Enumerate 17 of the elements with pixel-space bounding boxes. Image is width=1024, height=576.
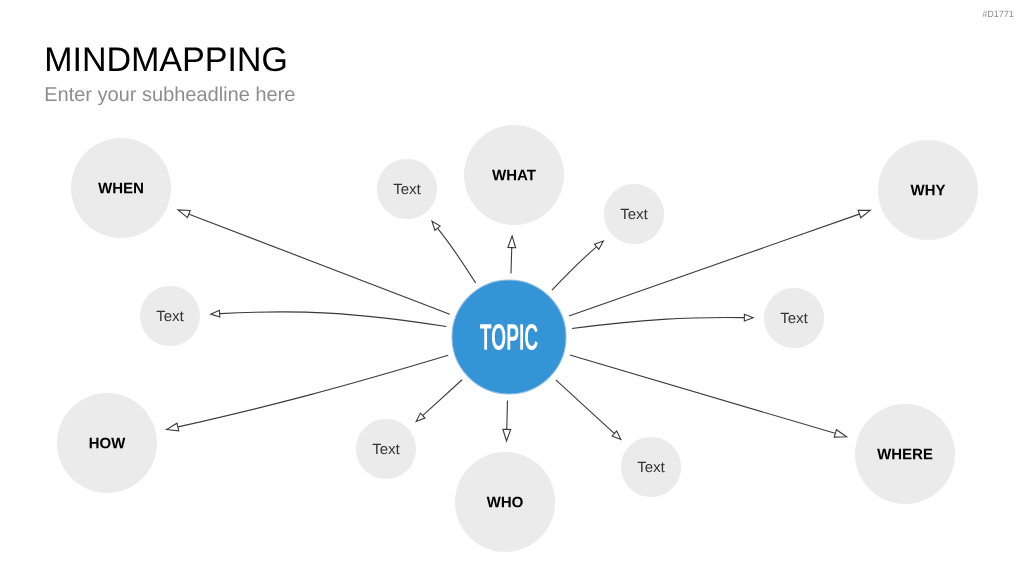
circle-node: Text bbox=[621, 437, 681, 497]
circle-node: WHO bbox=[455, 452, 555, 552]
arrow bbox=[431, 220, 477, 284]
subtitle: Enter your subheadline here bbox=[45, 86, 295, 106]
circle-node: WHY bbox=[878, 140, 978, 240]
circle-node: Text bbox=[356, 419, 416, 479]
circle-node: WHEN bbox=[71, 138, 171, 238]
code-label: #D1771 bbox=[982, 10, 1014, 17]
circle-node: Text bbox=[604, 184, 664, 244]
circle-node: WHERE bbox=[855, 404, 955, 504]
circle-node: WHAT bbox=[464, 125, 564, 225]
circle-node: HOW bbox=[57, 393, 157, 493]
arrow bbox=[415, 379, 463, 423]
title: MINDMAPPING bbox=[47, 47, 286, 72]
circle-node: Text bbox=[140, 286, 200, 346]
circle-node: Text bbox=[377, 159, 437, 219]
circle-node: Text bbox=[764, 288, 824, 348]
